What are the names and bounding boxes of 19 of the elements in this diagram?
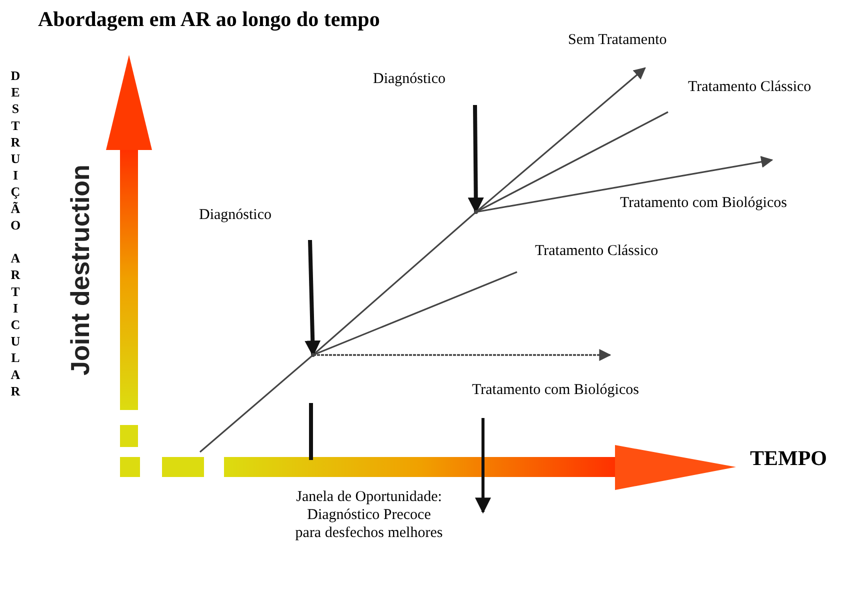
branch-line [312,271,518,356]
axis-label: TEMPO [750,446,827,470]
branch-line [199,354,314,453]
branch-label: Tratamento com Biológicos [472,381,639,399]
diagnosis-label: Diagnóstico [199,206,272,224]
branch-label: Tratamento Clássico [535,242,658,260]
branch-line [312,211,477,356]
branch-line [313,349,612,361]
branch-line [475,67,646,213]
vertical-axis-title: DESTRUIÇÃO ARTICULAR [8,68,23,400]
branch-line [476,111,668,213]
junction-point [311,353,315,357]
branch-line [476,156,774,213]
axis-label: Joint destruction [65,164,95,376]
branch-label: Tratamento Clássico [688,78,812,96]
branch-label: Diagnóstico [373,70,446,88]
branch-label: Sem Tratamento [568,31,667,49]
junction-point [474,210,478,214]
branch-label: Tratamento com Biológicos [620,194,787,212]
